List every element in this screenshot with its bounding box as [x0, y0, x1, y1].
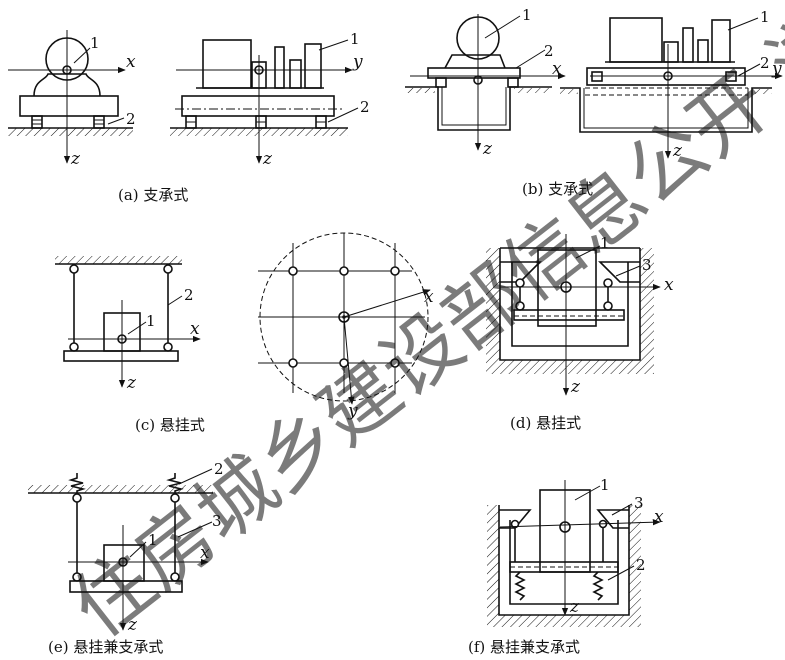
label-f-3: 3 — [634, 494, 644, 512]
panel-b-side-view — [405, 14, 566, 151]
label-b2-1: 1 — [760, 8, 770, 26]
axis-plan-x: x — [424, 287, 434, 307]
axis-e-z: z — [127, 615, 138, 635]
label-e-1: 1 — [148, 531, 158, 549]
axis-a1-x: x — [126, 52, 136, 72]
caption-f: (f) 悬挂兼支承式 — [468, 638, 580, 656]
label-a2-1: 1 — [350, 30, 360, 48]
panel-a-front-view — [170, 39, 359, 164]
label-e-2: 2 — [214, 460, 224, 478]
axis-f-z: z — [569, 597, 580, 617]
caption-e: (e) 悬挂兼支承式 — [48, 638, 163, 656]
panel-d-suspended-in-pit — [486, 234, 661, 396]
label-a1-2: 2 — [126, 110, 136, 128]
axis-b1-x: x — [552, 59, 562, 79]
label-b1-1: 1 — [522, 6, 532, 24]
caption-d: (d) 悬挂式 — [510, 414, 581, 432]
panel-c-suspended — [55, 256, 201, 388]
panel-e-suspended-supported — [28, 468, 213, 631]
label-c-2: 2 — [184, 286, 194, 304]
label-d-3: 3 — [642, 256, 652, 274]
axis-a1-z: z — [70, 149, 81, 169]
caption-c: (c) 悬挂式 — [135, 416, 205, 434]
label-f-1: 1 — [600, 476, 610, 494]
label-e-3: 3 — [212, 512, 222, 530]
panel-c-plan-view — [258, 232, 431, 405]
axis-b2-z: z — [672, 141, 683, 161]
axis-plan-y: y — [347, 401, 358, 421]
label-d-1: 1 — [600, 234, 610, 252]
caption-b: (b) 支承式 — [522, 180, 593, 198]
axis-a2-z: z — [262, 149, 273, 169]
axis-e-x: x — [200, 543, 210, 563]
caption-a: (a) 支承式 — [118, 186, 188, 204]
axis-a2-y: y — [352, 52, 363, 72]
watermark-text: 住房城乡建设部信息公开 浏览专用 — [56, 0, 785, 655]
panel-f-suspended-supported-in-pit — [487, 480, 661, 627]
axis-d-z: z — [570, 377, 581, 397]
axis-f-x: x — [654, 507, 664, 527]
panel-b-front-view — [560, 17, 783, 159]
axis-c-z: z — [126, 373, 137, 393]
label-c-1: 1 — [146, 312, 156, 330]
axis-c-x: x — [190, 319, 200, 339]
axis-b2-y: y — [771, 59, 782, 79]
axis-b1-z: z — [482, 139, 493, 159]
label-b2-2: 2 — [760, 54, 770, 72]
label-f-2: 2 — [636, 556, 646, 574]
axis-d-x: x — [664, 275, 674, 295]
panel-a-side-view — [8, 30, 133, 164]
label-b1-2: 2 — [544, 42, 554, 60]
label-a1-1: 1 — [90, 34, 100, 52]
label-a2-2: 2 — [360, 98, 370, 116]
